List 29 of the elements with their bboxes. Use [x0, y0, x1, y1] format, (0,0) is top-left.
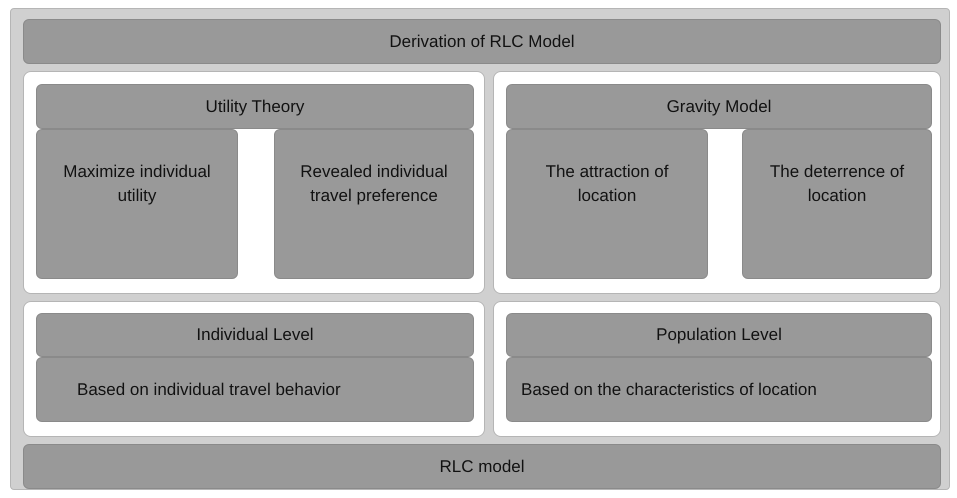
header-bar — [36, 84, 474, 129]
outer-panel — [10, 8, 950, 490]
concept-box — [742, 129, 932, 279]
heading-text: Gravity Model — [666, 96, 772, 118]
concept-box — [36, 129, 238, 279]
group-panel — [23, 301, 485, 437]
box-text: Based on individual travel behavior — [77, 378, 341, 400]
concept-box — [274, 129, 474, 279]
heading-text: RLC model — [439, 456, 525, 478]
heading-text: Utility Theory — [206, 96, 304, 118]
group-panel — [493, 301, 941, 437]
description-box — [506, 357, 932, 422]
box-text: Based on the characteristics of location — [521, 378, 817, 400]
group-panel — [23, 71, 485, 294]
heading-text: Individual Level — [196, 324, 314, 346]
header-bar — [36, 313, 474, 357]
box-text: Revealed individual travel preference — [299, 161, 449, 207]
header-bar — [23, 19, 941, 64]
header-bar — [506, 313, 932, 357]
heading-text: Derivation of RLC Model — [389, 30, 575, 52]
group-panel — [493, 71, 941, 294]
description-box — [36, 357, 474, 422]
box-text: Maximize individual utility — [62, 161, 212, 207]
header-bar — [23, 444, 941, 489]
concept-box — [506, 129, 708, 279]
heading-text: Population Level — [656, 324, 782, 346]
box-text: The attraction of location — [544, 161, 670, 207]
header-bar — [506, 84, 932, 129]
box-text: The deterrence of location — [768, 161, 906, 207]
